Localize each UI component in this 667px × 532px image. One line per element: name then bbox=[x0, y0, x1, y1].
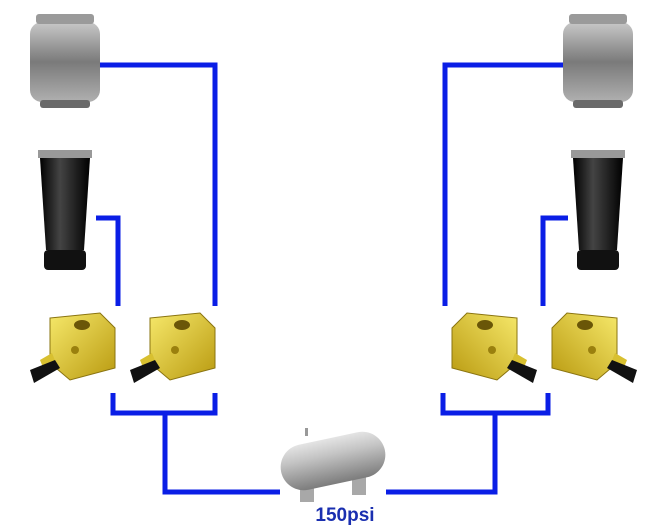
air-lines bbox=[96, 62, 568, 495]
line-right-rear bbox=[540, 215, 568, 306]
valve-left-1[interactable] bbox=[29, 312, 116, 384]
sleeve-bag-left-rear bbox=[38, 150, 92, 270]
valve-right-1[interactable] bbox=[451, 312, 538, 384]
valve-right-2[interactable] bbox=[551, 312, 638, 384]
line-right-front bbox=[442, 62, 565, 306]
tank-pressure-label: 150psi bbox=[315, 505, 375, 526]
air-tank bbox=[280, 428, 386, 502]
line-left-to-tank bbox=[162, 413, 280, 495]
sleeve-bag-right-rear bbox=[571, 150, 625, 270]
line-left-front bbox=[100, 62, 218, 306]
line-left-rear bbox=[96, 215, 121, 306]
line-left-manifold bbox=[110, 393, 218, 416]
air-bag-left-front bbox=[30, 14, 100, 108]
air-bag-right-front bbox=[563, 14, 633, 108]
valve-left-2[interactable] bbox=[129, 312, 216, 384]
line-right-to-tank bbox=[386, 413, 498, 495]
line-right-manifold bbox=[440, 393, 551, 416]
